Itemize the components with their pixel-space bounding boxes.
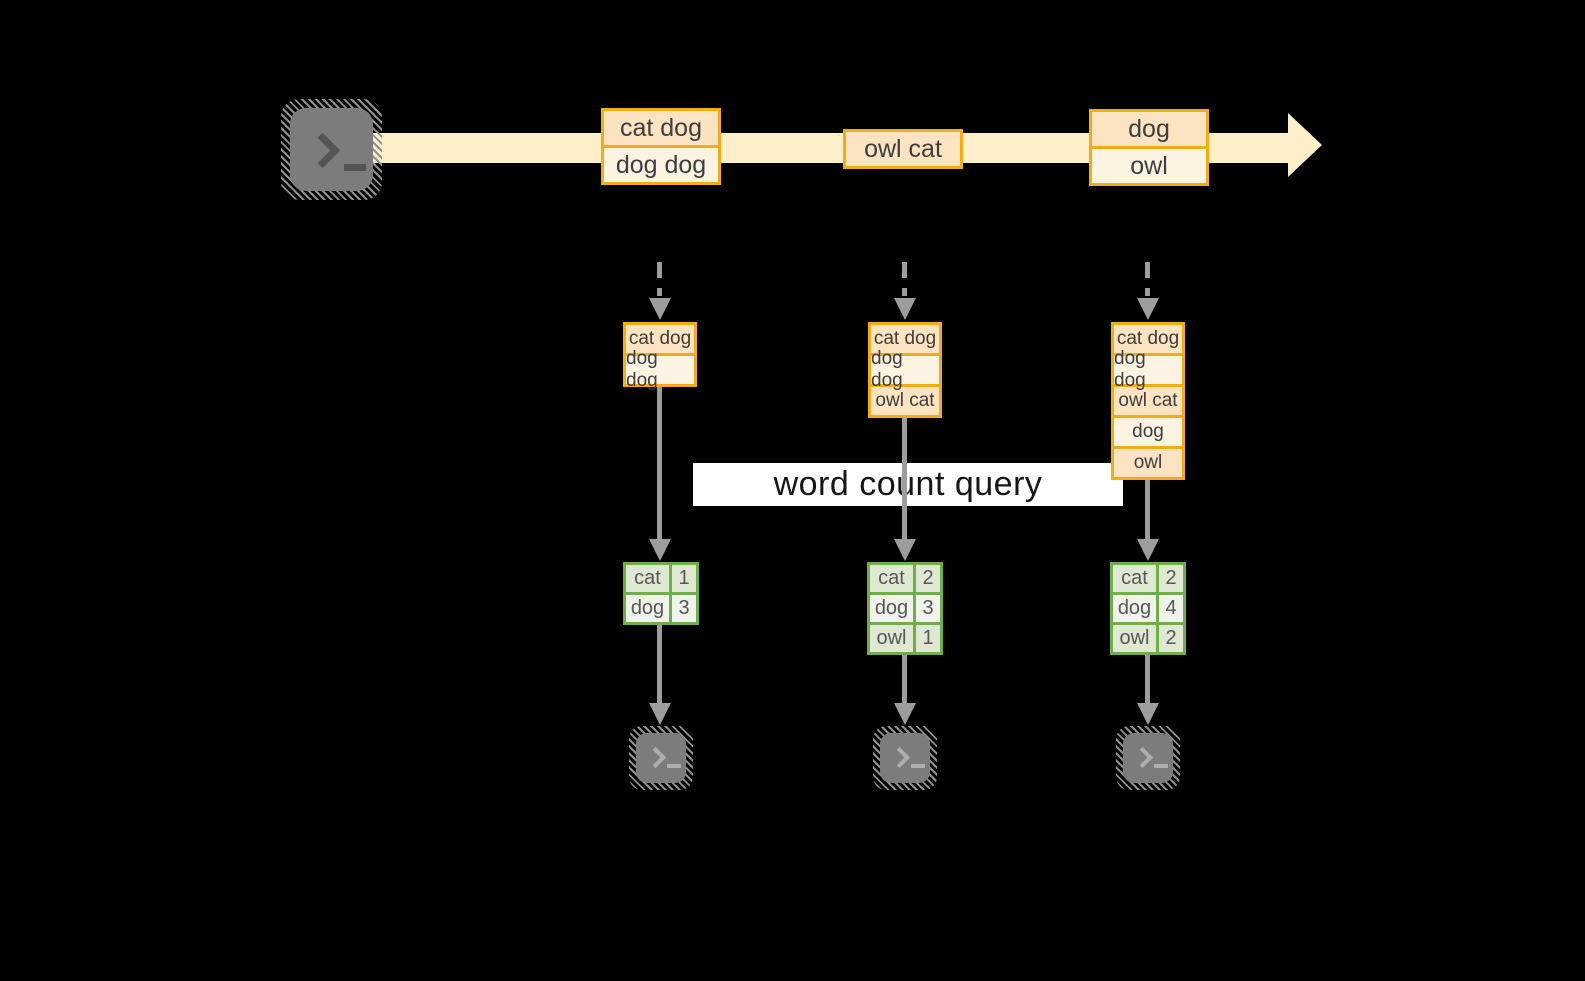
record: cat dog <box>623 322 697 356</box>
arrow-line <box>1145 655 1150 705</box>
prompt-chevron-icon <box>1131 746 1154 769</box>
record: cat dog <box>1111 322 1185 356</box>
table-row: dog 3 <box>867 592 943 625</box>
stream-batch-1: cat dog dog dog <box>601 108 721 185</box>
record: owl cat <box>868 384 942 418</box>
record: owl cat <box>1111 384 1185 418</box>
arrowhead-down-icon <box>1137 298 1159 320</box>
stream-arrowhead-icon <box>1288 113 1322 177</box>
record: cat dog <box>601 108 721 148</box>
record: dog <box>1111 415 1185 449</box>
word-cell: owl <box>867 622 916 655</box>
record: owl <box>1111 446 1185 480</box>
dashed-arrow-line <box>1145 262 1150 296</box>
arrowhead-down-icon <box>894 539 916 561</box>
micro-batch-1: cat dog dog dog <box>623 322 697 391</box>
arrowhead-down-icon <box>1137 539 1159 561</box>
dashed-arrow-line <box>902 262 907 296</box>
table-row: cat 2 <box>867 562 943 595</box>
count-cell: 2 <box>913 562 943 595</box>
prompt-underscore-icon <box>1154 764 1168 768</box>
word-count-table-1: cat 1 dog 3 <box>623 562 699 625</box>
word-cell: cat <box>867 562 916 595</box>
table-row: cat 2 <box>1110 562 1186 595</box>
word-cell: dog <box>867 592 916 625</box>
arrow-line <box>902 655 907 705</box>
count-cell: 4 <box>1156 592 1186 625</box>
count-cell: 3 <box>669 592 699 625</box>
terminal-screen <box>880 733 930 783</box>
word-count-table-2: cat 2 dog 3 owl 1 <box>867 562 943 655</box>
word-cell: dog <box>623 592 672 625</box>
record: dog <box>1089 109 1209 149</box>
word-cell: owl <box>1110 622 1159 655</box>
record: dog dog <box>623 348 697 391</box>
stream-batch-3: dog owl <box>1089 109 1209 186</box>
arrow-line <box>657 386 662 540</box>
prompt-underscore-icon <box>911 764 925 768</box>
terminal-screen <box>1123 733 1173 783</box>
arrow-line <box>657 625 662 705</box>
terminal-icon <box>1116 726 1180 790</box>
terminal-screen <box>636 733 686 783</box>
arrowhead-down-icon <box>894 298 916 320</box>
micro-batch-3: cat dog dog dog owl cat dog owl <box>1111 322 1185 480</box>
prompt-chevron-icon <box>888 746 911 769</box>
arrow-line <box>1145 479 1150 540</box>
count-cell: 2 <box>1156 622 1186 655</box>
word-cell: dog <box>1110 592 1159 625</box>
terminal-icon <box>281 99 382 200</box>
record: owl cat <box>843 129 963 169</box>
count-cell: 1 <box>669 562 699 595</box>
record: dog dog <box>601 145 721 185</box>
word-cell: cat <box>1110 562 1159 595</box>
table-row: cat 1 <box>623 562 699 595</box>
record: dog dog <box>1111 348 1185 391</box>
prompt-underscore-icon <box>667 764 681 768</box>
table-row: owl 2 <box>1110 622 1186 655</box>
arrowhead-down-icon <box>1137 703 1159 725</box>
word-cell: cat <box>623 562 672 595</box>
table-row: dog 3 <box>623 592 699 625</box>
micro-batch-2: cat dog dog dog owl cat <box>868 322 942 418</box>
arrowhead-down-icon <box>649 298 671 320</box>
record: owl <box>1089 146 1209 186</box>
terminal-icon <box>629 726 693 790</box>
prompt-chevron-icon <box>644 746 667 769</box>
arrow-line <box>902 417 907 540</box>
count-cell: 3 <box>913 592 943 625</box>
table-row: owl 1 <box>867 622 943 655</box>
arrowhead-down-icon <box>649 703 671 725</box>
table-row: dog 4 <box>1110 592 1186 625</box>
count-cell: 1 <box>913 622 943 655</box>
dashed-arrow-line <box>657 262 662 296</box>
arrowhead-down-icon <box>649 539 671 561</box>
word-count-query-banner: word count query <box>693 463 1123 506</box>
word-count-table-3: cat 2 dog 4 owl 2 <box>1110 562 1186 655</box>
terminal-icon <box>873 726 937 790</box>
arrowhead-down-icon <box>894 703 916 725</box>
prompt-underscore-icon <box>344 164 366 171</box>
count-cell: 2 <box>1156 562 1186 595</box>
terminal-screen <box>290 108 373 191</box>
stream-batch-2: owl cat <box>843 129 963 169</box>
prompt-chevron-icon <box>304 132 341 169</box>
record: dog dog <box>868 348 942 391</box>
